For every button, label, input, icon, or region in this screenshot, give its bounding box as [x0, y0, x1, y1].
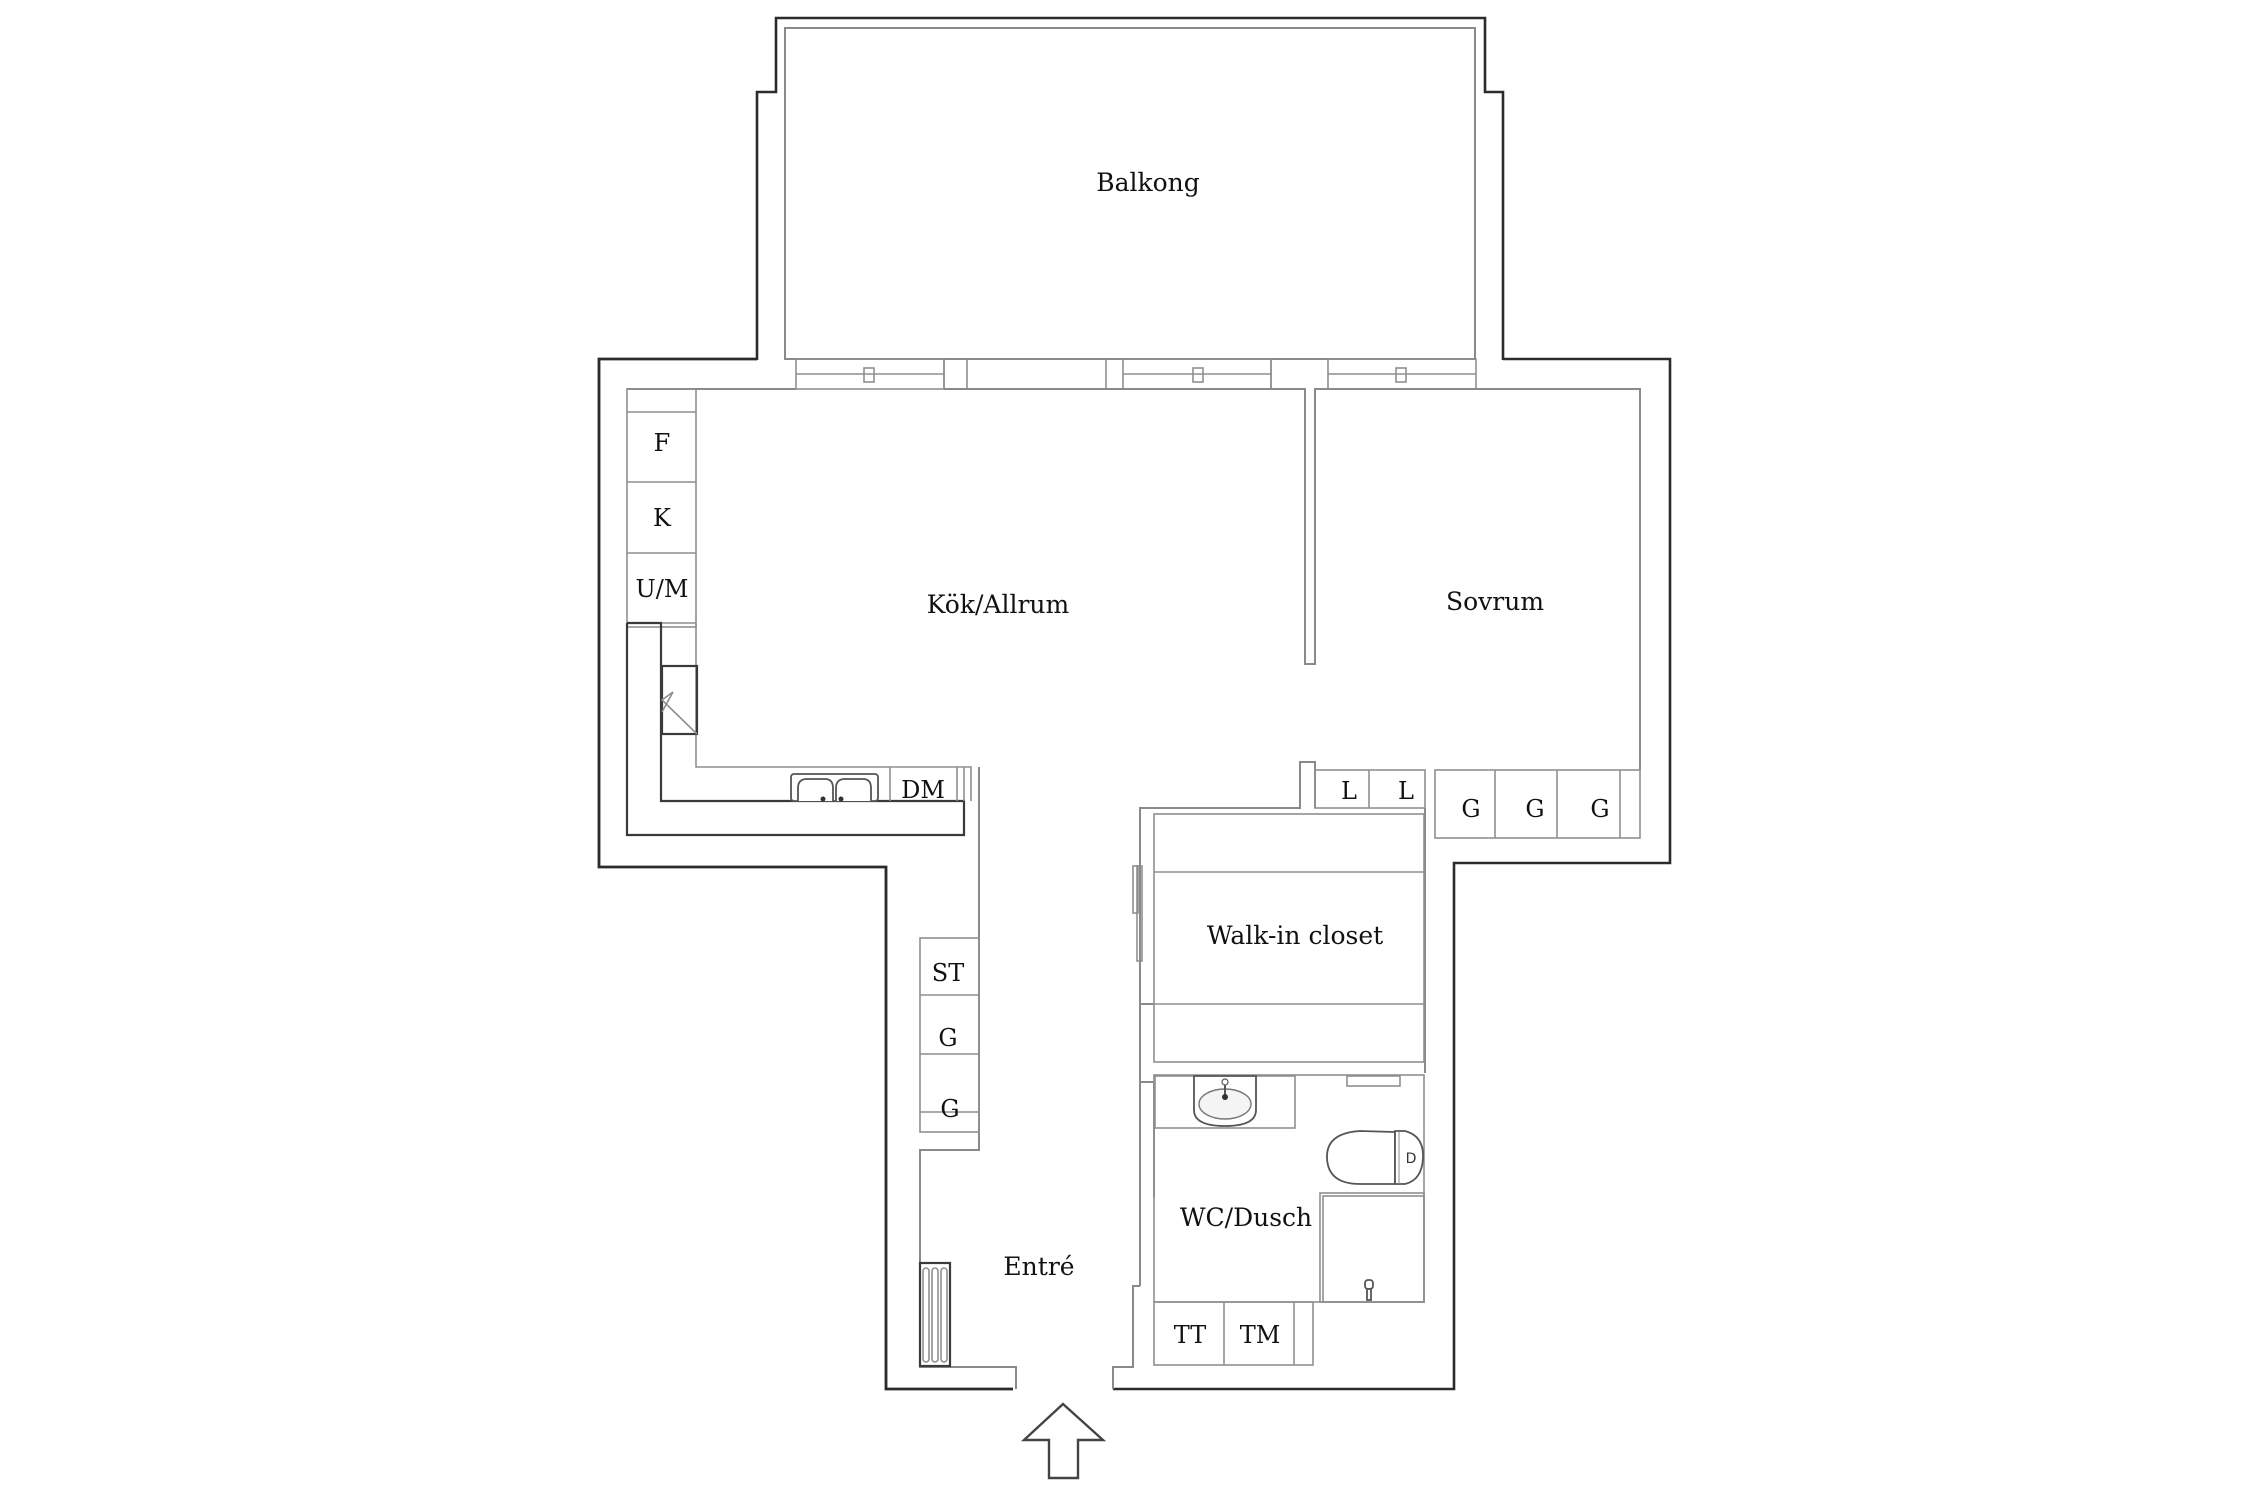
bedroom-wardrobe-3-label: G: [1590, 795, 1609, 823]
outer-wall-path: [597, 357, 1672, 1391]
balcony-windows: [795, 358, 1477, 390]
hall-wardrobe-2-label: G: [940, 1095, 959, 1123]
walk-in-closet-label: Walk-in closet: [1207, 921, 1383, 950]
kitchen-living-label: Kök/Allrum: [927, 590, 1070, 619]
bedroom-cabinets: L L G G G: [1139, 761, 1641, 1286]
hall-wardrobe-1-label: G: [938, 1024, 957, 1052]
laundry-units: TT TM: [1153, 1301, 1314, 1366]
shower-drain-icon: [1364, 1279, 1374, 1301]
washer-label: TM: [1240, 1321, 1281, 1349]
hall-cabinets: ST G G: [919, 937, 980, 1133]
toilet-icon: D: [1326, 1130, 1424, 1185]
sink-icon: [790, 773, 879, 802]
balcony-railing: [784, 27, 1476, 360]
kitchen-cabinets: F K U/M DM: [625, 388, 972, 837]
entrance-arrow-icon: [1020, 1402, 1107, 1480]
bedroom-wardrobe-2-label: G: [1525, 795, 1544, 823]
cleaning-cabinet-label: ST: [932, 959, 964, 987]
stove: [660, 664, 699, 736]
kitchen-living-walls: [627, 388, 1641, 770]
bedroom-linen-2-label: L: [1398, 777, 1414, 805]
sliding-door: [1136, 865, 1143, 962]
oven-microwave-label: U/M: [636, 575, 689, 603]
fridge-label: F: [654, 429, 671, 457]
bathroom: D WC/Dusch: [1140, 1074, 1425, 1303]
entrance-label: Entré: [1003, 1252, 1074, 1281]
toilet-mark: D: [1406, 1151, 1417, 1167]
bedroom-linen-1-label: L: [1341, 777, 1357, 805]
bedroom-wardrobe-1-label: G: [1461, 795, 1480, 823]
dishwasher-label: DM: [901, 776, 945, 804]
freezer-label: K: [653, 504, 672, 532]
walk-in-closet: Walk-in closet: [1132, 813, 1425, 1063]
bathroom-label: WC/Dusch: [1180, 1203, 1312, 1232]
bedroom-label: Sovrum: [1446, 587, 1544, 616]
balcony-label: Balkong: [1096, 168, 1200, 197]
radiator-icon: [918, 1261, 952, 1368]
washbasin-icon: [1193, 1075, 1257, 1127]
hall-walls: [919, 767, 1140, 1389]
balcony-outer-wall: [755, 16, 1505, 360]
dryer-label: TT: [1174, 1321, 1206, 1349]
